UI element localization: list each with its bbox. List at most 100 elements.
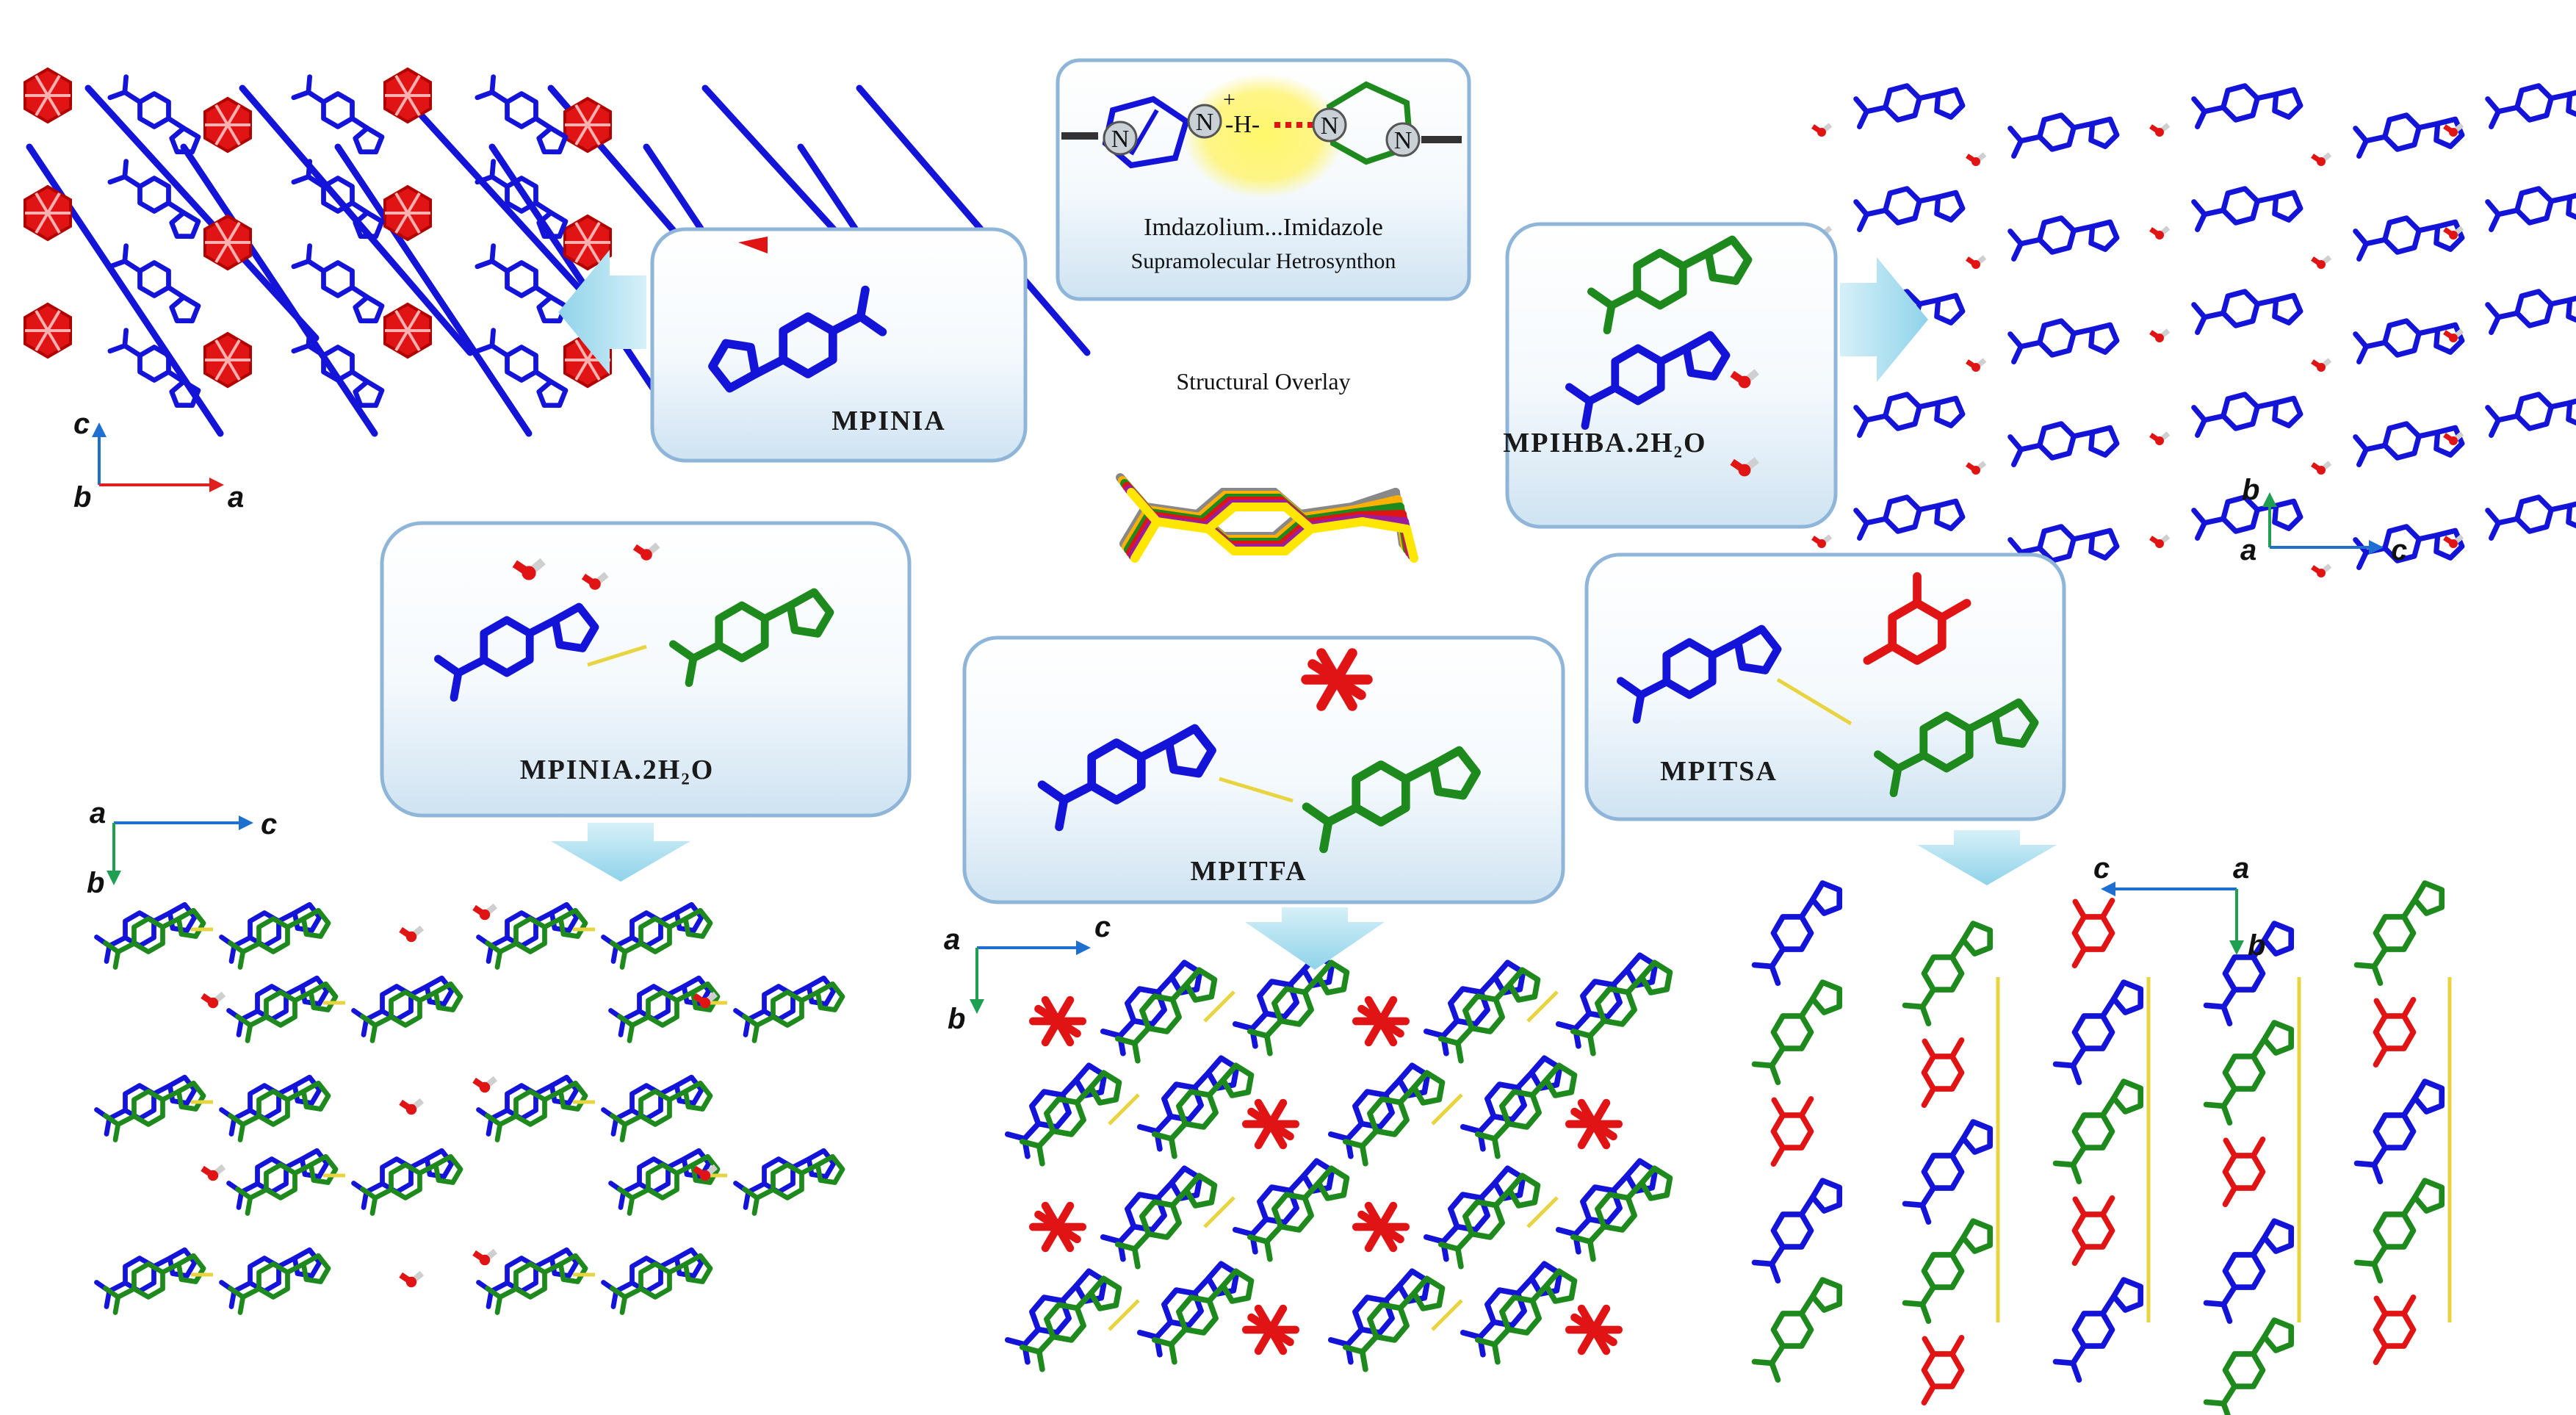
n-atom-label: N xyxy=(1196,109,1214,136)
overlay-title: Structural Overlay xyxy=(1176,368,1350,395)
molecule-mpihba xyxy=(2481,65,2576,151)
water-molecule xyxy=(203,1167,224,1181)
counter-ion xyxy=(1246,1308,1295,1351)
water-molecule xyxy=(203,994,224,1008)
axis-label-b: b xyxy=(87,867,104,899)
hbond-line xyxy=(1776,677,1852,726)
axis-label-b: b xyxy=(948,1003,965,1035)
hbond-line xyxy=(587,644,647,667)
water-molecule xyxy=(401,928,422,942)
water-molecule xyxy=(2312,154,2330,166)
counter-ion xyxy=(1356,1000,1405,1043)
axis-label-a: a xyxy=(2240,534,2256,566)
chain-bond xyxy=(334,143,533,437)
axis-label-b: b xyxy=(73,481,91,514)
n-atom-label: N xyxy=(1111,126,1130,153)
axis-label-c: c xyxy=(1094,911,1111,943)
counter-ion xyxy=(203,97,252,153)
counter-ion xyxy=(2198,1124,2281,1204)
counter-ion xyxy=(1897,1322,1980,1403)
counter-ion xyxy=(738,237,768,253)
overlay-molecule xyxy=(1127,488,1418,563)
hbond-line xyxy=(1431,1299,1463,1331)
charge-plus: + xyxy=(1223,87,1235,112)
chain-bond xyxy=(856,84,1091,356)
molecule xyxy=(2338,877,2467,988)
arrow-down-icon xyxy=(1245,907,1385,970)
counter-ion xyxy=(1033,1206,1082,1248)
water-molecule xyxy=(2151,228,2168,240)
water-molecule xyxy=(475,1251,496,1265)
water-molecule xyxy=(401,1273,422,1287)
molecule-mpihba xyxy=(2481,271,2576,356)
arrow-down-icon xyxy=(1917,830,2057,885)
hbond-line xyxy=(1108,1093,1140,1126)
counter-ion xyxy=(203,215,252,270)
counter-ion xyxy=(383,303,432,359)
chain-bond xyxy=(26,143,224,437)
counter-ion xyxy=(203,332,252,388)
packing-mpinia-2h2o xyxy=(97,904,843,1312)
card-label-mpitsa: MPITSA xyxy=(1660,756,1778,787)
molecule-mpinia xyxy=(472,60,571,173)
water-molecule xyxy=(2151,536,2168,548)
molecule xyxy=(1736,1175,1864,1286)
card-mpinia-2h2o: MPINIA.2H₂O xyxy=(380,521,912,818)
hbond-line xyxy=(1108,1299,1140,1331)
structural-overlay: Structural Overlay xyxy=(1116,368,1418,563)
counter-ion xyxy=(563,97,612,153)
n-atom-icon xyxy=(1103,120,1138,156)
packing-mpihba xyxy=(1813,65,2576,591)
water-molecule xyxy=(401,1101,422,1115)
card-mpinia: MPINIA xyxy=(650,227,1028,463)
molecule xyxy=(1886,1215,2015,1326)
axis-label-a: a xyxy=(90,797,106,829)
counter-ion xyxy=(383,185,432,241)
water-molecule xyxy=(1813,536,1830,548)
axes-bottom-mid: a c b xyxy=(944,911,1111,1035)
molecule xyxy=(1736,877,1864,988)
counter-ion xyxy=(24,68,72,123)
molecule-mpihba xyxy=(2187,374,2304,459)
molecule-mpihba xyxy=(2481,168,2576,253)
n-atom-label: N xyxy=(1321,112,1339,140)
molecule-mpihba xyxy=(2349,198,2466,283)
water-molecule xyxy=(2151,331,2168,342)
water-molecule xyxy=(2312,566,2330,577)
water-molecule xyxy=(2312,360,2330,372)
counter-ion xyxy=(1033,1000,1082,1043)
molecule-mpihba xyxy=(1850,374,1966,459)
card-mpitsa: MPITSA xyxy=(1584,552,2066,821)
n-atom-icon xyxy=(1187,104,1222,139)
hbond-line xyxy=(1526,1196,1559,1228)
water-molecule xyxy=(2151,125,2168,137)
axis-label-c: c xyxy=(73,408,90,440)
molecule xyxy=(2338,1175,2467,1286)
molecule xyxy=(1736,1274,1864,1385)
molecule xyxy=(2037,1274,2165,1385)
molecule xyxy=(2037,1076,2165,1187)
counter-ion xyxy=(1569,1103,1618,1145)
water-molecule xyxy=(475,906,496,920)
card-label-mpinia: MPINIA xyxy=(831,406,946,436)
molecule-mpihba xyxy=(2481,477,2576,562)
card-label-mpitfa: MPITFA xyxy=(1190,856,1307,887)
axis-label-a: a xyxy=(944,923,960,956)
counter-ion xyxy=(24,303,72,359)
counter-ion xyxy=(1897,1025,1980,1105)
card-mpihba: MPIHBA.2H₂O xyxy=(1503,222,1838,529)
axis-label-a: a xyxy=(228,481,244,514)
molecule-mpihba xyxy=(1850,65,1966,151)
arrow-left-icon xyxy=(558,250,646,375)
water-molecule xyxy=(1813,125,1830,137)
molecule-mpihba xyxy=(2187,65,2304,151)
counter-ion xyxy=(383,68,432,123)
axes-top-left: c b a xyxy=(73,408,244,514)
axis-label-b: b xyxy=(2248,929,2265,962)
counter-ion xyxy=(1746,1084,1830,1164)
molecule-mpihba xyxy=(2481,374,2576,459)
hbond-line xyxy=(1431,1093,1463,1126)
axes-bottom-left: a c b xyxy=(87,797,277,899)
chain-bond xyxy=(180,143,378,437)
